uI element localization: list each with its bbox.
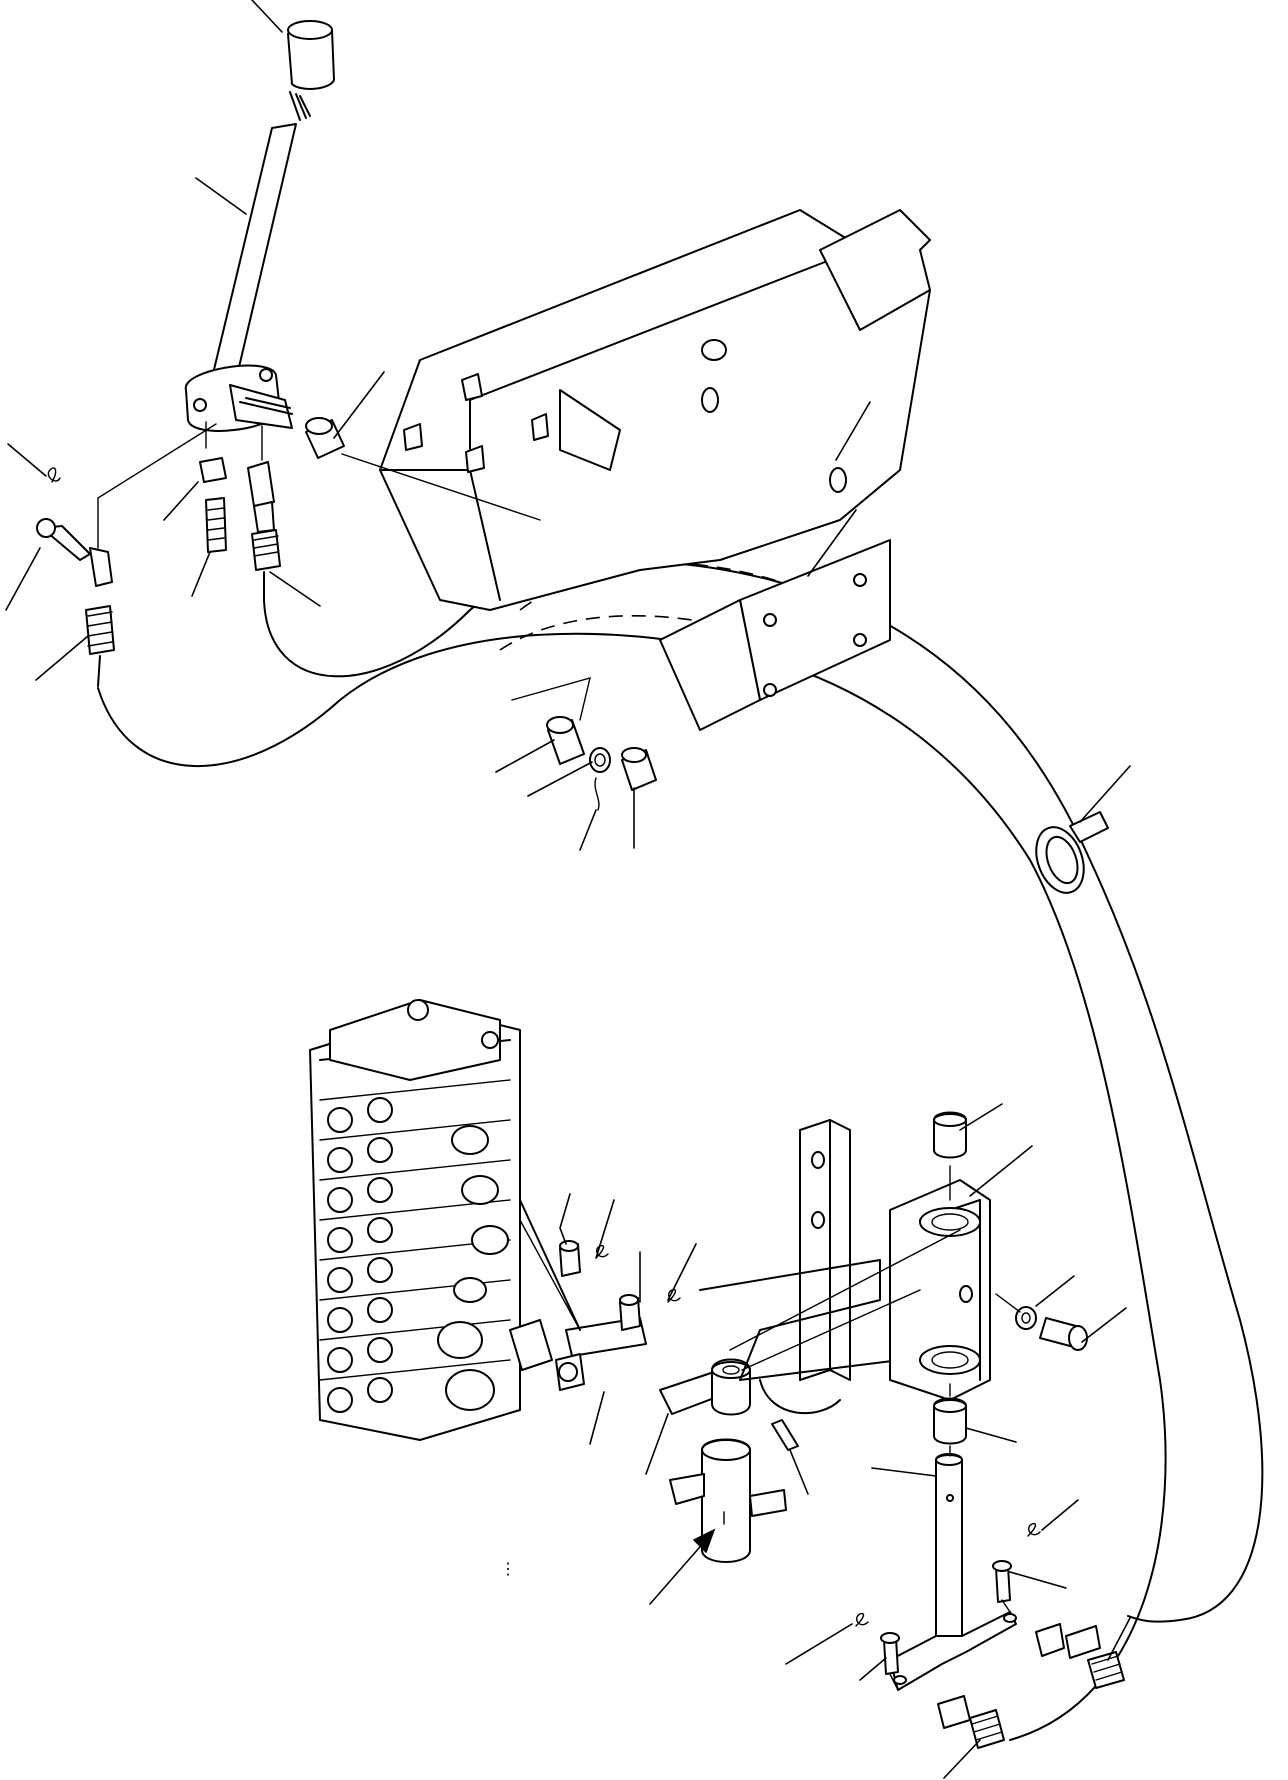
callout-leader-32: [667, 1243, 697, 1301]
callout-leader-18: [969, 1145, 1033, 1197]
callout-leader-19: [1035, 1275, 1075, 1307]
callout-leaders: [5, 0, 1131, 1779]
spring-pin: [771, 1419, 799, 1451]
frame-bracket: [699, 1119, 901, 1414]
callout-leader-27: [859, 1657, 887, 1681]
callout-leader-4: [7, 443, 47, 477]
bracket-tab-4: [465, 445, 485, 473]
callout-leader-23: [1041, 1499, 1079, 1531]
mount-plate: [659, 539, 891, 731]
cable-adjuster-right-1: [1087, 1651, 1125, 1689]
cable-clevis-lower: [36, 518, 115, 687]
valve-spool-ends: [437, 1125, 509, 1411]
callout-leader-3: [333, 371, 385, 439]
callout-leader-8: [269, 571, 321, 607]
callout-leader-34: [645, 1413, 669, 1475]
bellcrank-pins: [855, 1522, 1041, 1675]
cable-adjuster: [251, 529, 281, 571]
view-arrow: [649, 1511, 725, 1605]
cotter-pin-left: [47, 467, 61, 483]
bracket-flange: [819, 209, 931, 331]
cable-lower: [97, 632, 1167, 1741]
bolt: [205, 497, 227, 553]
callout-leader-6: [163, 481, 199, 521]
cable-clamp: [1035, 811, 1109, 894]
washer-and-bolt: [995, 1293, 1088, 1351]
bellcrank-shaft: [889, 1453, 1017, 1691]
callout-leader-20: [1081, 1307, 1127, 1343]
bracket-tab-3: [403, 423, 423, 451]
callout-leader-24: [1009, 1571, 1067, 1589]
callout-leader-1: [251, 0, 283, 33]
lever-rod: [211, 123, 297, 381]
callout-leader-7: [191, 551, 211, 597]
pivot-lever-arm: [659, 1358, 799, 1451]
callout-leader-17: [959, 1103, 1003, 1131]
cable-upper: [263, 560, 1264, 1623]
nut: [199, 457, 227, 483]
c-bracket: [889, 1179, 991, 1401]
nut-and-bolt: [199, 457, 227, 553]
valve-ports: [327, 1097, 393, 1413]
mounting-bracket: [379, 209, 931, 611]
callout-leader-2: [195, 177, 247, 215]
bushing-washer-nut: [546, 716, 657, 811]
callout-leader-11: [807, 509, 857, 577]
bellcrank-arm: [889, 1611, 1017, 1691]
callout-leader-16: [1079, 765, 1131, 823]
cable-clevis-right: [937, 1623, 1125, 1749]
callout-leader-26: [785, 1623, 853, 1665]
callout-leader-9: [35, 635, 89, 681]
bracket-tab-1: [461, 373, 483, 401]
callout-leader-25: [1107, 1617, 1131, 1661]
cable-adjuster-left: [85, 605, 115, 655]
pivot-shaft: [669, 1438, 787, 1563]
callout-leader-14: [579, 809, 597, 851]
bushing-upper: [305, 417, 345, 459]
callout-leader-29: [559, 1193, 571, 1245]
valve-sections: [319, 1079, 511, 1381]
cable-adjuster-right-2: [969, 1709, 1005, 1749]
callout-leader-12: [495, 739, 555, 773]
lever-thread: [289, 91, 311, 121]
clevis-pins-center: [559, 1240, 681, 1331]
callout-leader-33: [589, 1391, 605, 1445]
callout-leader-35: [789, 1449, 809, 1495]
connection-lines: [97, 421, 1011, 1691]
callout-leader-10: [835, 401, 871, 461]
control-lever: [184, 20, 335, 432]
callout-leader-30: [595, 1199, 615, 1259]
callout-leader-13: [527, 761, 593, 797]
control-valve: [309, 999, 553, 1441]
callout-leader-22: [871, 1467, 937, 1477]
callout-leader-5: [5, 547, 41, 611]
bushings-c-bracket: [933, 1111, 967, 1445]
caption-mark: ⋮: [500, 1561, 516, 1578]
callout-leader-28: [943, 1739, 981, 1779]
cable-clevis-upper: [247, 461, 281, 601]
callout-leader-21: [965, 1427, 1017, 1443]
bracket-tab-2: [531, 413, 549, 441]
